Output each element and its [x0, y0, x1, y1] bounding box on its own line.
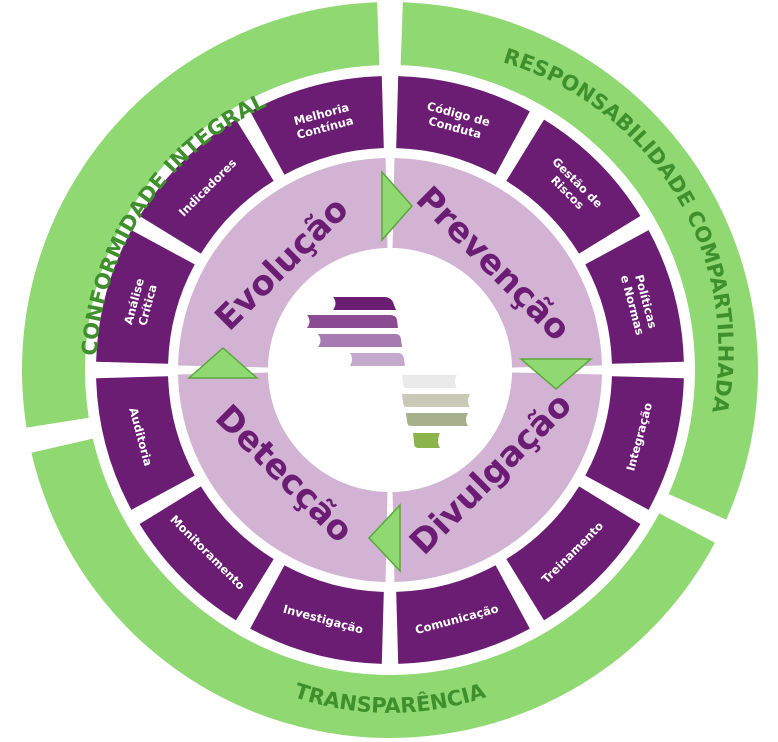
arrow-top: [381, 170, 414, 242]
phase-ring: [178, 158, 602, 582]
outer-ring-transparencia: [31, 438, 715, 739]
segment-politicas: [585, 230, 684, 364]
outer-ring: [22, 2, 759, 739]
segment-investigacao: [250, 565, 384, 664]
center-disc: [268, 248, 512, 492]
arrow-bottom: [367, 503, 401, 573]
segment-comunicacao: [396, 565, 530, 664]
segment-gestao: [506, 119, 641, 254]
phase-deteccao: [178, 372, 388, 582]
outer-ring-responsabilidade: [400, 2, 759, 520]
phase-evolucao: [178, 158, 388, 368]
segment-treinamento: [506, 486, 641, 621]
outer-ring-conformidade: [22, 2, 380, 428]
arrow-right: [518, 358, 594, 390]
compliance-logo-icon: [307, 297, 470, 448]
segment-melhoria: [250, 76, 384, 175]
segment-analise: [96, 230, 195, 364]
phase-prevencao: [392, 158, 602, 368]
segment-auditoria: [96, 376, 195, 510]
segment-indicadores: [139, 119, 274, 254]
segment-codigo: [396, 76, 530, 175]
segment-integracao: [585, 376, 684, 510]
segment-ring: [96, 76, 684, 664]
segment-monitoramento: [139, 486, 274, 621]
phase-divulgacao: [392, 372, 602, 582]
cycle-arrows: [187, 170, 594, 573]
arrow-left: [187, 346, 259, 379]
